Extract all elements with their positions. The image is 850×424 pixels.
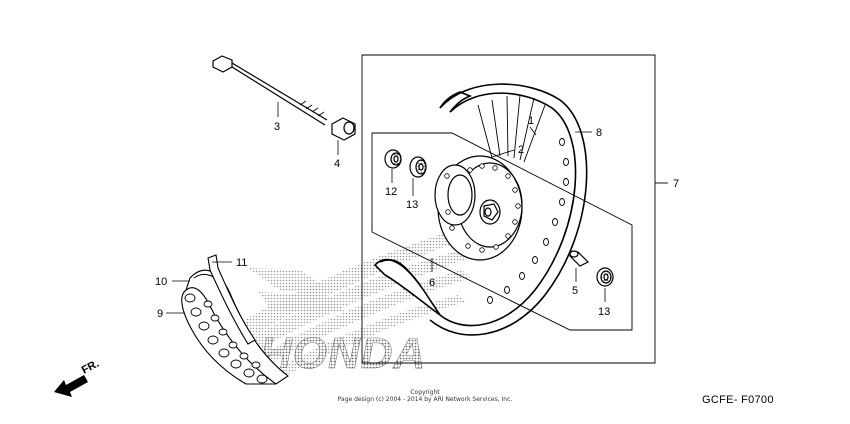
callout-10: 10 bbox=[155, 276, 167, 288]
copyright-title: Copyright bbox=[410, 389, 440, 396]
callout-9: 9 bbox=[157, 308, 163, 320]
bearing-right-13 bbox=[596, 267, 614, 287]
copyright-line: Page design (c) 2004 - 2014 by ARI Netwo… bbox=[337, 396, 513, 403]
callout-1: 1 bbox=[528, 115, 534, 127]
axle-collar bbox=[331, 117, 356, 141]
callout-13-right: 13 bbox=[598, 306, 610, 318]
leader-1 bbox=[529, 126, 537, 136]
honda-wordmark: HONDA bbox=[260, 329, 426, 378]
callout-3: 3 bbox=[274, 121, 280, 133]
bearing-left-13 bbox=[409, 156, 427, 178]
hub-holes bbox=[444, 163, 521, 253]
spokes bbox=[477, 94, 546, 163]
bearing-left-12 bbox=[384, 149, 402, 169]
tire-tread-knobs bbox=[184, 293, 268, 384]
wheel-rim bbox=[373, 83, 588, 336]
diagram-code: GCFE- F0700 bbox=[702, 394, 774, 406]
callout-5: 5 bbox=[572, 285, 578, 297]
callout-6: 6 bbox=[429, 277, 435, 289]
wheel-hub bbox=[434, 155, 523, 261]
front-direction-arrow-icon bbox=[54, 375, 88, 397]
callout-12: 12 bbox=[385, 186, 397, 198]
rim-band bbox=[207, 254, 256, 345]
distance-collar-5 bbox=[568, 250, 590, 267]
assembly-frame bbox=[361, 54, 668, 364]
callout-4: 4 bbox=[334, 158, 340, 170]
direction-label: FR. bbox=[80, 358, 101, 377]
rim-spoke-holes bbox=[487, 138, 569, 304]
hub-bracket bbox=[371, 132, 633, 331]
callout-11: 11 bbox=[236, 257, 247, 269]
callout-13-left: 13 bbox=[406, 199, 418, 211]
callout-7: 7 bbox=[673, 178, 679, 190]
axle-bolt bbox=[212, 55, 328, 126]
callout-2: 2 bbox=[518, 144, 524, 156]
callout-8: 8 bbox=[596, 127, 602, 139]
leader-2 bbox=[491, 149, 515, 158]
